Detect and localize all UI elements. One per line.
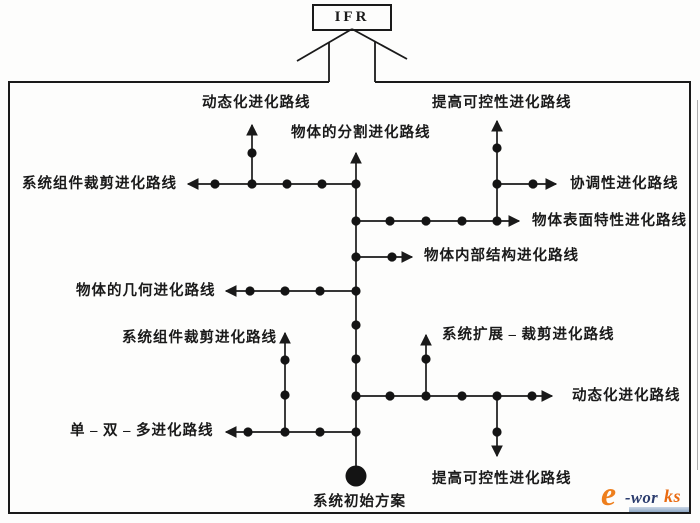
eworks-logo-e: e [601, 476, 617, 513]
route-lines [186, 119, 558, 474]
label-surface-properties-route: 物体表面特性进化路线 [532, 213, 687, 229]
ifr-funnel [296, 28, 408, 82]
eworks-logo-wor: -wor [625, 488, 659, 507]
field-border [8, 81, 691, 514]
label-controllability-route-top: 提高可控性进化路线 [432, 95, 572, 111]
label-coordination-route: 协调性进化路线 [570, 176, 679, 192]
ifr-label: IFR [334, 9, 370, 25]
label-initial-system-scheme: 系统初始方案 [313, 494, 406, 510]
label-expansion-trimming-route: 系统扩展 – 裁剪进化路线 [442, 327, 615, 343]
label-object-geometry-route: 物体的几何进化路线 [76, 283, 216, 299]
route-step-dots [210, 143, 538, 437]
eworks-logo: e -wor ks [601, 476, 696, 514]
label-object-splitting-route: 物体的分割进化路线 [291, 125, 431, 141]
label-controllability-route-bottom: 提高可控性进化路线 [432, 471, 572, 487]
label-dynamic-route-right: 动态化进化路线 [572, 388, 681, 404]
label-internal-structure-route: 物体内部结构进化路线 [424, 248, 579, 264]
eworks-logo-underline [629, 507, 689, 512]
ifr-box: IFR [312, 4, 392, 31]
label-dynamic-route-top: 动态化进化路线 [202, 95, 311, 111]
scan-edge-line [697, 100, 698, 470]
eworks-logo-ks: ks [664, 486, 682, 506]
label-component-trimming-route-mid: 系统组件裁剪进化路线 [122, 330, 277, 346]
initial-system-dot [345, 465, 367, 487]
label-mono-bi-poly-route: 单 – 双 – 多进化路线 [70, 423, 214, 439]
label-component-trimming-route-left: 系统组件裁剪进化路线 [22, 176, 177, 192]
